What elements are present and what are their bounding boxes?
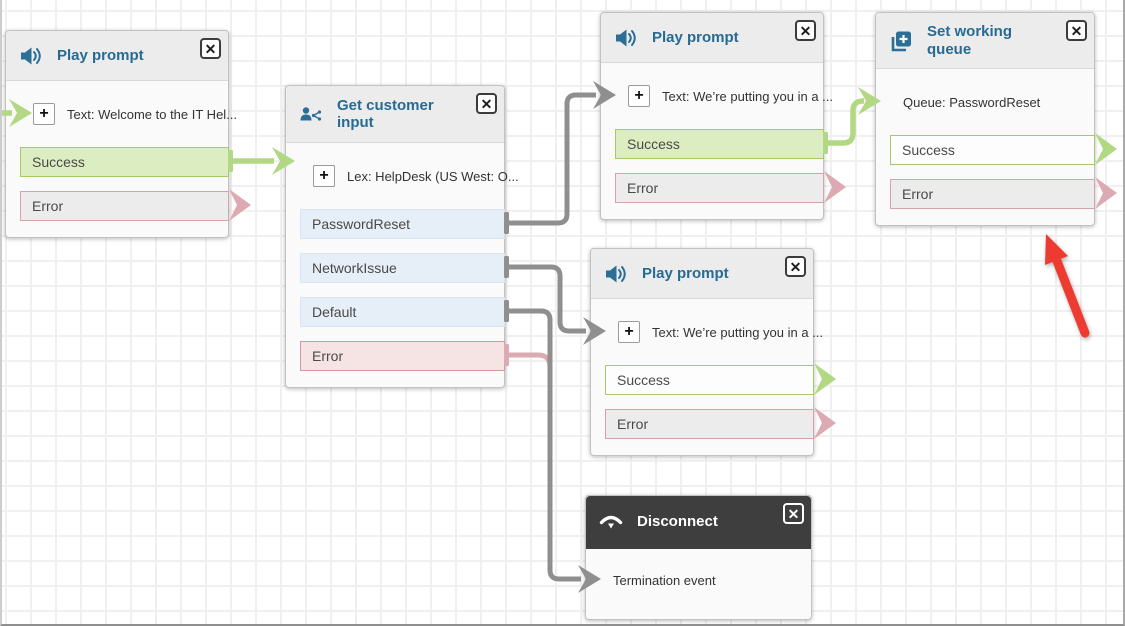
block-play-prompt-2[interactable]: Play prompt ✕ + Text: We’re putting you … xyxy=(600,12,833,220)
block-header[interactable]: Disconnect ✕ xyxy=(586,496,811,549)
close-icon[interactable]: ✕ xyxy=(785,256,806,277)
output-label: Success xyxy=(902,142,955,158)
connector-error-get-customer-input[interactable] xyxy=(504,344,553,520)
out-arrow-error-set-working-queue[interactable] xyxy=(1095,177,1117,209)
param-row[interactable]: + Text: We’re putting you in a ... xyxy=(591,317,823,347)
param-row[interactable]: Queue: PasswordReset xyxy=(876,87,1094,117)
output-success[interactable]: Success xyxy=(605,365,814,395)
output-passwordreset[interactable]: PasswordReset xyxy=(300,209,505,239)
add-icon[interactable]: + xyxy=(313,165,335,187)
close-glyph: ✕ xyxy=(787,505,800,522)
block-title: Get customer input xyxy=(337,96,434,131)
output-success[interactable]: Success xyxy=(20,147,229,177)
output-success[interactable]: Success xyxy=(890,135,1095,165)
block-play-prompt-1[interactable]: Play prompt ✕ + Text: Welcome to the IT … xyxy=(5,30,237,238)
output-label: Error xyxy=(32,198,64,214)
out-arrow-error-play-prompt-1[interactable] xyxy=(229,189,251,221)
output-success[interactable]: Success xyxy=(615,129,824,159)
output-label: Error xyxy=(902,186,934,202)
block-title: Play prompt xyxy=(57,46,144,64)
output-error[interactable]: Error xyxy=(605,409,814,439)
output-label: Error xyxy=(312,348,344,364)
block-set-working-queue[interactable]: Set working queue ✕ Queue: PasswordReset… xyxy=(875,12,1095,226)
block-title: Play prompt xyxy=(652,28,739,46)
block-disconnect[interactable]: Disconnect ✕ Termination event xyxy=(585,495,812,620)
block-title: Play prompt xyxy=(642,264,729,282)
queue-icon xyxy=(888,28,914,54)
close-icon[interactable]: ✕ xyxy=(476,93,497,114)
output-label: Success xyxy=(627,136,680,152)
out-arrow-error-play-prompt-2[interactable] xyxy=(824,171,846,203)
block-play-prompt-3[interactable]: Play prompt ✕ + Text: We’re putting you … xyxy=(590,248,823,456)
block-title: Disconnect xyxy=(637,513,718,531)
block-header[interactable]: Get customer input ✕ xyxy=(286,86,504,143)
out-arrow-error-play-prompt-3[interactable] xyxy=(814,407,836,439)
output-error[interactable]: Error xyxy=(300,341,505,371)
param-text: Lex: HelpDesk (US West: O... xyxy=(347,168,519,184)
close-glyph: ✕ xyxy=(204,40,217,57)
param-row[interactable]: + Text: We’re putting you in a ... xyxy=(601,81,833,111)
close-glyph: ✕ xyxy=(799,22,812,39)
speaker-icon xyxy=(603,261,629,287)
speaker-icon xyxy=(613,25,639,51)
out-arrow-success-play-prompt-3[interactable] xyxy=(814,363,836,395)
output-error[interactable]: Error xyxy=(615,173,824,203)
disconnect-icon xyxy=(598,509,624,535)
output-label: Error xyxy=(627,180,659,196)
add-icon[interactable]: + xyxy=(618,321,640,343)
close-icon[interactable]: ✕ xyxy=(1066,20,1087,41)
output-error[interactable]: Error xyxy=(890,179,1095,209)
add-icon[interactable]: + xyxy=(33,103,55,125)
param-text: Text: Welcome to the IT Hel... xyxy=(67,106,238,122)
param-row[interactable]: Termination event xyxy=(586,565,811,595)
block-header[interactable]: Play prompt ✕ xyxy=(601,13,823,63)
output-label: PasswordReset xyxy=(312,216,411,232)
close-icon[interactable]: ✕ xyxy=(200,38,221,59)
block-header[interactable]: Play prompt ✕ xyxy=(591,249,813,299)
param-row[interactable]: + Text: Welcome to the IT Hel... xyxy=(6,99,237,129)
output-label: Success xyxy=(32,154,85,170)
block-header[interactable]: Play prompt ✕ xyxy=(6,31,228,81)
block-title: Set working queue xyxy=(927,23,1013,58)
param-text: Text: We’re putting you in a ... xyxy=(652,324,824,340)
output-label: Error xyxy=(617,416,649,432)
output-default[interactable]: Default xyxy=(300,297,505,327)
out-arrow-success-set-working-queue[interactable] xyxy=(1095,133,1117,165)
output-networkissue[interactable]: NetworkIssue xyxy=(300,253,505,283)
output-error[interactable]: Error xyxy=(20,191,229,221)
close-glyph: ✕ xyxy=(1070,22,1083,39)
customer-input-icon xyxy=(298,101,324,127)
close-icon[interactable]: ✕ xyxy=(795,20,816,41)
block-get-customer-input[interactable]: Get customer input ✕ + Lex: HelpDesk (US… xyxy=(285,85,519,388)
param-row[interactable]: + Lex: HelpDesk (US West: O... xyxy=(286,161,519,191)
speaker-icon xyxy=(18,43,44,69)
close-glyph: ✕ xyxy=(480,95,493,112)
output-label: NetworkIssue xyxy=(312,260,397,276)
add-icon[interactable]: + xyxy=(628,85,650,107)
close-glyph: ✕ xyxy=(789,258,802,275)
param-text: Text: We’re putting you in a ... xyxy=(662,88,834,104)
block-header[interactable]: Set working queue ✕ xyxy=(876,13,1094,69)
red-annotation-arrow xyxy=(1045,234,1090,338)
close-icon[interactable]: ✕ xyxy=(783,503,804,524)
param-text: Queue: PasswordReset xyxy=(903,94,1041,110)
output-label: Default xyxy=(312,304,357,320)
param-text: Termination event xyxy=(613,572,716,588)
output-label: Success xyxy=(617,372,670,388)
